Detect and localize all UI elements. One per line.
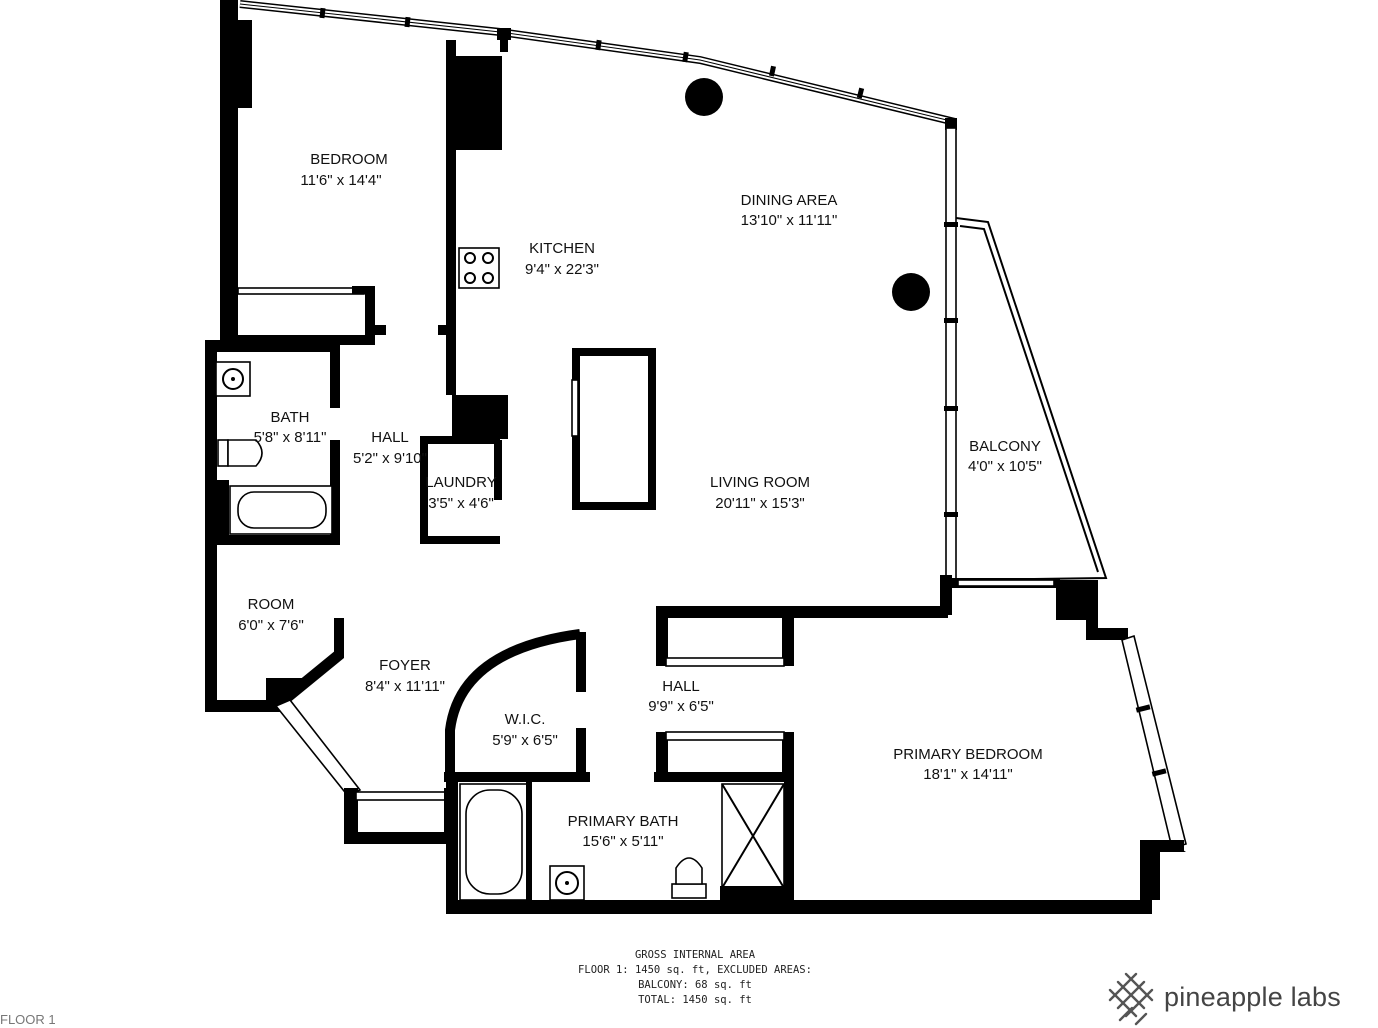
balcony-rail (959, 225, 1099, 573)
laundry-machine-block (452, 395, 508, 439)
column (685, 78, 723, 116)
wic-curved-wall (445, 629, 581, 780)
svg-text:DINING AREA: DINING AREA (741, 192, 838, 209)
room-label-hall-upper: HALL 5'2" x 9'10" (353, 429, 427, 467)
svg-text:9'9" x 6'5": 9'9" x 6'5" (648, 698, 714, 715)
svg-text:KITCHEN: KITCHEN (529, 240, 595, 257)
svg-text:5'9" x 6'5": 5'9" x 6'5" (492, 732, 558, 749)
north-window-wall (239, 0, 956, 126)
brand-name: pineapple labs (1164, 982, 1341, 1012)
svg-text:LIVING ROOM: LIVING ROOM (710, 474, 810, 491)
svg-text:20'11" x 15'3": 20'11" x 15'3" (715, 495, 805, 512)
floor-plan: BEDROOM 11'6" x 14'4" KITCHEN 9'4" x 22'… (205, 0, 1187, 914)
svg-text:11'6" x 14'4": 11'6" x 14'4" (300, 172, 381, 189)
svg-text:BEDROOM: BEDROOM (310, 151, 388, 168)
svg-text:5'8" x 8'11": 5'8" x 8'11" (254, 429, 327, 446)
area-summary: GROSS INTERNAL AREA FLOOR 1: 1450 sq. ft… (560, 948, 830, 1008)
room-label-kitchen: KITCHEN 9'4" x 22'3" (525, 240, 599, 278)
room-label-foyer: FOYER 8'4" x 11'11" (365, 657, 445, 695)
svg-text:13'10" x 11'11": 13'10" x 11'11" (741, 212, 838, 229)
toilet-icon (217, 439, 263, 467)
room-label-hall-lower: HALL 9'9" x 6'5" (648, 678, 714, 715)
cooktop-icon (458, 247, 500, 289)
area-summary-line: GROSS INTERNAL AREA (634, 949, 756, 961)
svg-text:3'5" x 4'6": 3'5" x 4'6" (428, 495, 494, 512)
kitchen-island (572, 348, 656, 510)
svg-text:18'1" x 14'11": 18'1" x 14'11" (923, 766, 1013, 783)
area-summary-line: BALCONY: 68 sq. ft (638, 979, 752, 991)
svg-text:PRIMARY BATH: PRIMARY BATH (568, 813, 679, 830)
svg-text:ROOM: ROOM (248, 596, 295, 613)
room-label-dining-area: DINING AREA 13'10" x 11'11" (741, 192, 838, 229)
room-label-room: ROOM 6'0" x 7'6" (238, 596, 304, 634)
bathtub-icon (459, 783, 529, 901)
sink-icon (549, 865, 585, 901)
room-label-primary-bath: PRIMARY BATH 15'6" x 5'11" (568, 813, 679, 850)
room-label-living-room: LIVING ROOM 20'11" x 15'3" (710, 474, 810, 512)
room-label-balcony: BALCONY 4'0" x 10'5" (968, 438, 1042, 475)
svg-text:LAUNDRY: LAUNDRY (425, 474, 496, 491)
primary-bedroom-window (1121, 634, 1187, 849)
bathtub-icon (229, 485, 333, 535)
svg-text:HALL: HALL (371, 429, 409, 446)
svg-text:8'4" x 11'11": 8'4" x 11'11" (365, 678, 445, 695)
svg-text:BATH: BATH (271, 409, 310, 426)
pineapple-logo-icon (1108, 972, 1154, 1026)
svg-text:6'0" x 7'6": 6'0" x 7'6" (238, 617, 304, 634)
svg-text:BALCONY: BALCONY (969, 438, 1041, 455)
kitchen-tall-cabinet (452, 56, 502, 150)
svg-text:PRIMARY BEDROOM: PRIMARY BEDROOM (893, 746, 1042, 763)
area-summary-line: FLOOR 1: 1450 sq. ft, EXCLUDED AREAS: (578, 964, 812, 976)
room-label-primary-bedroom: PRIMARY BEDROOM 18'1" x 14'11" (893, 746, 1042, 783)
shower-icon (721, 783, 785, 889)
sink-icon (215, 361, 251, 397)
foyer-window (274, 699, 362, 798)
room-label-bath: BATH 5'8" x 8'11" (254, 409, 327, 446)
svg-text:9'4" x 22'3": 9'4" x 22'3" (525, 261, 599, 278)
room-label-bedroom: BEDROOM 11'6" x 14'4" (300, 151, 387, 189)
room-label-wic: W.I.C. 5'9" x 6'5" (492, 711, 558, 749)
room-label-laundry: LAUNDRY 3'5" x 4'6" (425, 474, 496, 512)
svg-text:15'6" x 5'11": 15'6" x 5'11" (582, 833, 663, 850)
svg-text:FOYER: FOYER (379, 657, 431, 674)
svg-text:HALL: HALL (662, 678, 700, 695)
floor-label: FLOOR 1 (0, 1012, 56, 1027)
svg-text:4'0" x 10'5": 4'0" x 10'5" (968, 458, 1042, 475)
brand-logo: pineapple labs (1106, 968, 1378, 1028)
svg-text:5'2" x 9'10": 5'2" x 9'10" (353, 450, 427, 467)
toilet-icon (671, 857, 707, 899)
svg-text:W.I.C.: W.I.C. (505, 711, 546, 728)
column (892, 273, 930, 311)
area-summary-line: TOTAL: 1450 sq. ft (638, 994, 752, 1006)
